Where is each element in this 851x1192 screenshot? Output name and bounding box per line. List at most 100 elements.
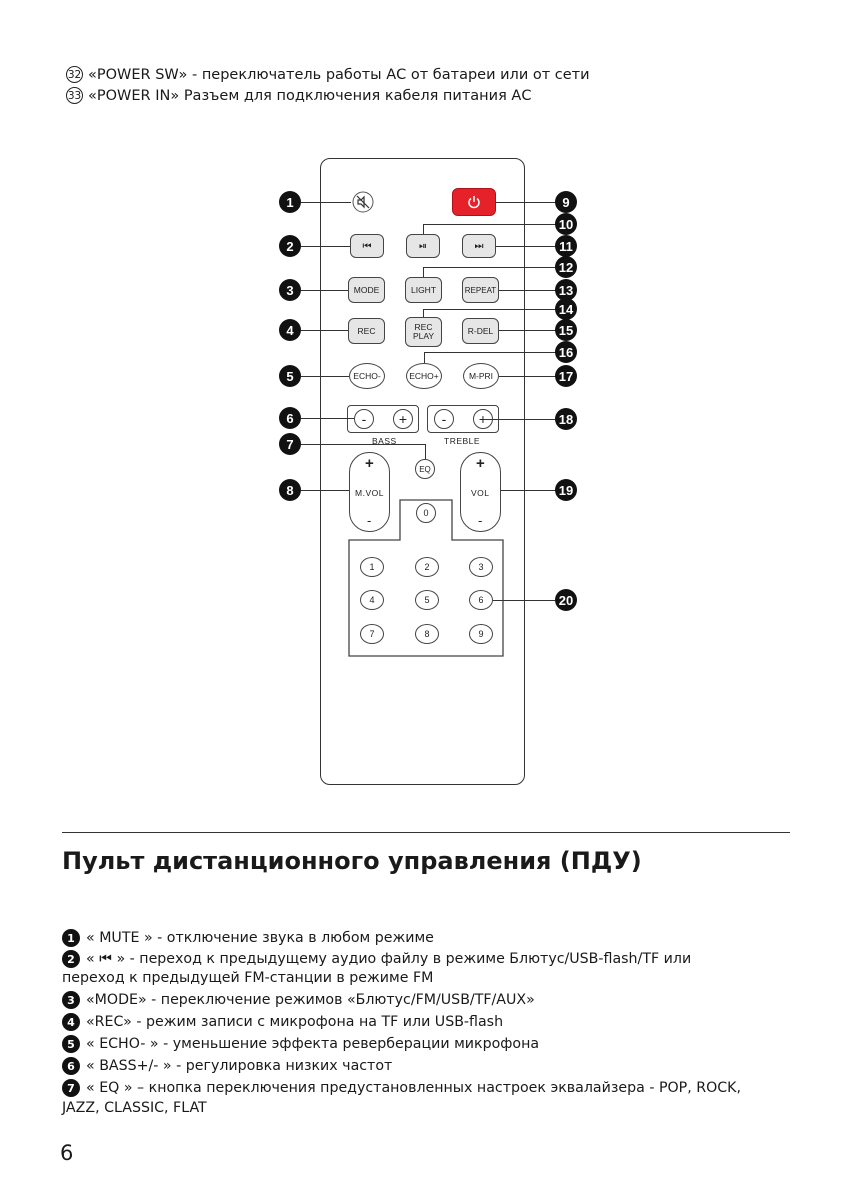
section-title: Пульт дистанционного управления (ПДУ)	[62, 847, 642, 875]
desc-number: 6	[62, 1057, 80, 1075]
section-divider	[62, 832, 790, 833]
callout-3: 3	[279, 279, 301, 301]
mode-button[interactable]: MODE	[348, 277, 385, 303]
digit-7-button[interactable]: 7	[360, 624, 384, 644]
bass-label: BASS	[372, 436, 397, 446]
prev-button[interactable]: ⏮	[350, 234, 384, 258]
desc-item: 5 « ECHO- » - уменьшение эффекта ревербе…	[62, 1035, 539, 1053]
leader-11	[496, 246, 556, 247]
digit-6-button[interactable]: 6	[469, 590, 493, 610]
vol-plus[interactable]: +	[476, 455, 486, 472]
desc-item: 3 «MODE» - переключение режимов «Блютус/…	[62, 991, 535, 1009]
vol-label: VOL	[471, 488, 490, 498]
desc-text: переход к предыдущей FM-станции в режиме…	[62, 970, 434, 986]
callout-6: 6	[279, 407, 301, 429]
note-32: 32 «POWER SW» - переключатель работы АС …	[66, 66, 590, 83]
callout-10: 10	[555, 213, 577, 235]
callout-17: 17	[555, 365, 577, 387]
desc-text: « MUTE » - отключение звука в любом режи…	[86, 930, 434, 946]
desc-text: « ⏮ » - переход к предыдущему аудио файл…	[86, 951, 692, 967]
desc-text: « BASS+/- » - регулировка низких частот	[86, 1058, 393, 1074]
leader-6	[301, 418, 354, 419]
page-number: 6	[60, 1141, 74, 1165]
bass-minus-button[interactable]: -	[354, 409, 374, 429]
digit-9-button[interactable]: 9	[469, 624, 493, 644]
leader-1	[301, 202, 351, 203]
callout-7: 7	[279, 433, 301, 455]
desc-number: 3	[62, 991, 80, 1009]
callout-2: 2	[279, 235, 301, 257]
rec-play-button[interactable]: REC PLAY	[405, 317, 442, 347]
desc-item: 6 « BASS+/- » - регулировка низких часто…	[62, 1057, 392, 1075]
digit-3-button[interactable]: 3	[469, 557, 493, 577]
leader-18	[483, 419, 556, 420]
desc-number: 5	[62, 1035, 80, 1053]
r-del-button[interactable]: R-DEL	[462, 318, 499, 344]
number-pad-frame	[348, 499, 504, 657]
leader-17	[499, 376, 556, 377]
callout-11: 11	[555, 235, 577, 257]
vol-rocker[interactable]	[460, 452, 501, 532]
digit-8-button[interactable]: 8	[415, 624, 439, 644]
leader-9	[496, 202, 556, 203]
desc-item: JAZZ, CLASSIC, FLAT	[62, 1100, 207, 1116]
echo-plus-button[interactable]: ECHO+	[406, 363, 442, 389]
power-icon	[468, 196, 480, 209]
callout-8: 8	[279, 479, 301, 501]
m-vol-minus[interactable]: -	[367, 513, 372, 528]
digit-2-button[interactable]: 2	[415, 557, 439, 577]
leader-8	[301, 490, 349, 491]
desc-item: 4 «REC» - режим записи с микрофона на TF…	[62, 1013, 503, 1031]
desc-text: « EQ » – кнопка переключения предустанов…	[86, 1080, 741, 1096]
note-text: «POWER IN» Разъем для подключения кабеля…	[88, 87, 532, 104]
light-button[interactable]: LIGHT	[405, 277, 442, 303]
leader-16-drop	[424, 352, 425, 363]
note-33: 33 «POWER IN» Разъем для подключения каб…	[66, 87, 531, 104]
m-vol-rocker[interactable]	[349, 452, 390, 532]
callout-5: 5	[279, 365, 301, 387]
callout-12: 12	[555, 256, 577, 278]
m-vol-label: M.VOL	[355, 488, 384, 498]
callout-19: 19	[555, 479, 577, 501]
digit-0-button[interactable]: 0	[416, 503, 436, 523]
next-button[interactable]: ⏭	[462, 234, 496, 258]
m-pri-button[interactable]: M-PRI	[463, 363, 499, 389]
callout-20: 20	[555, 589, 577, 611]
bass-plus-button[interactable]: +	[393, 409, 413, 429]
leader-7-drop	[425, 444, 426, 459]
repeat-button[interactable]: REPEAT	[462, 277, 499, 303]
leader-14-drop	[423, 309, 424, 317]
desc-item: переход к предыдущей FM-станции в режиме…	[62, 970, 433, 986]
callout-16: 16	[555, 341, 577, 363]
desc-number: 1	[62, 929, 80, 947]
eq-button[interactable]: EQ	[415, 459, 435, 479]
mute-button[interactable]	[351, 190, 375, 214]
leader-4	[301, 330, 348, 331]
remote-control-body	[320, 158, 525, 785]
treble-minus-button[interactable]: -	[434, 409, 454, 429]
power-button[interactable]	[452, 188, 496, 216]
desc-text: « ECHO- » - уменьшение эффекта ревербера…	[86, 1036, 540, 1052]
leader-14	[423, 309, 556, 310]
play-pause-button[interactable]: ⏯	[406, 234, 440, 258]
note-number: 32	[66, 66, 83, 83]
m-vol-plus[interactable]: +	[365, 455, 375, 472]
vol-minus[interactable]: -	[478, 513, 483, 528]
note-text: «POWER SW» - переключатель работы АС от …	[88, 66, 590, 83]
leader-2	[301, 246, 350, 247]
callout-1: 1	[279, 191, 301, 213]
leader-10	[423, 224, 556, 225]
desc-item: 7 « EQ » – кнопка переключения предустан…	[62, 1079, 741, 1097]
treble-label: TREBLE	[444, 436, 481, 446]
desc-text: «MODE» - переключение режимов «Блютус/FM…	[86, 992, 535, 1008]
leader-13	[499, 290, 556, 291]
callout-18: 18	[555, 408, 577, 430]
callout-9: 9	[555, 191, 577, 213]
desc-item: 2 « ⏮ » - переход к предыдущему аудио фа…	[62, 950, 691, 968]
digit-5-button[interactable]: 5	[415, 590, 439, 610]
digit-4-button[interactable]: 4	[360, 590, 384, 610]
digit-1-button[interactable]: 1	[360, 557, 384, 577]
rec-button[interactable]: REC	[348, 318, 385, 344]
desc-text: JAZZ, CLASSIC, FLAT	[62, 1100, 207, 1116]
echo-minus-button[interactable]: ECHO-	[349, 363, 385, 389]
